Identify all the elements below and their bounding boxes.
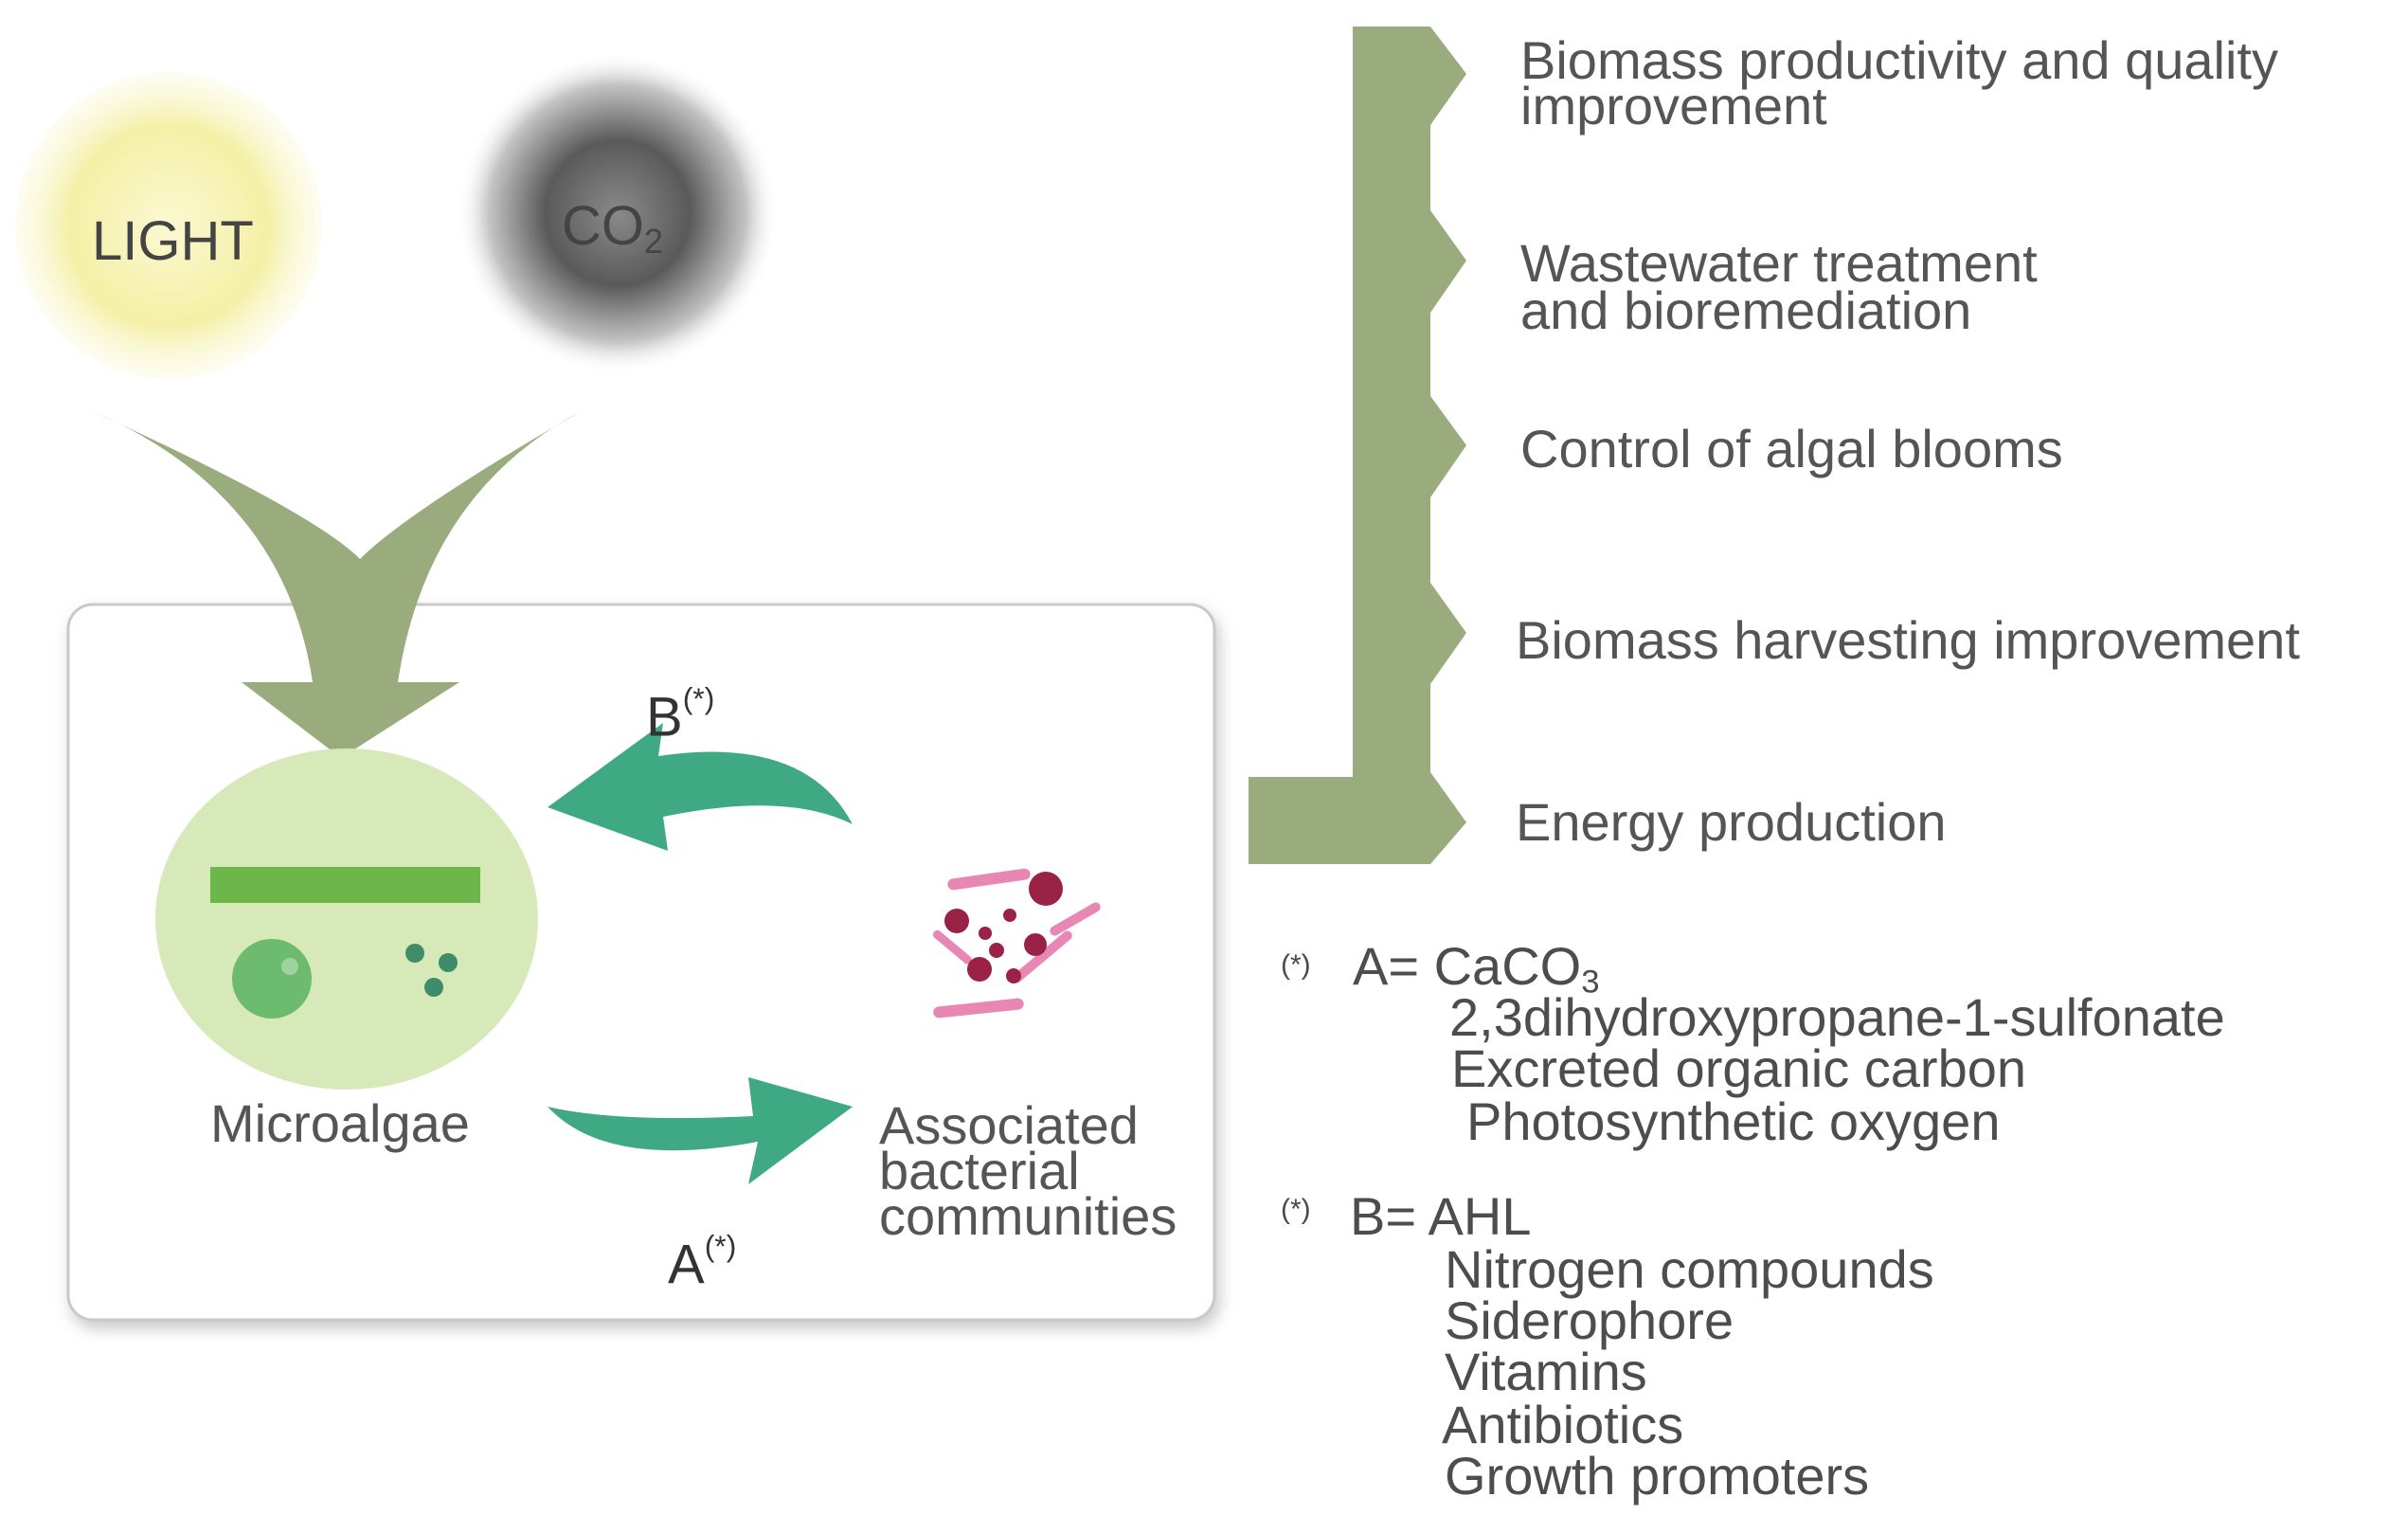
bacteria-label-2: bacterial: [879, 1141, 1080, 1200]
application-2-line-1: Wastewater treatment: [1520, 233, 2038, 293]
footnote-a-mark: (*): [1281, 949, 1311, 981]
co2-subscript: 2: [644, 221, 663, 261]
footnote-a-item: 2,3dihydroxypropane-1-sulfonate: [1449, 987, 2225, 1047]
footnote-a-item: Photosynthetic oxygen: [1466, 1091, 2001, 1151]
footnote-b-prefix: B= AHL: [1350, 1186, 1532, 1246]
co2-text: CO: [562, 195, 644, 257]
arrow-b[interactable]: [548, 723, 853, 851]
application-4: Biomass harvesting improvement: [1516, 610, 2300, 670]
applications-bracket: [1249, 27, 1466, 864]
footnote-b-item: Antibiotics: [1442, 1395, 1684, 1454]
bacteria-label-3: communities: [879, 1186, 1177, 1246]
microalgae-cell: [155, 748, 538, 1090]
footnote-a-prefix-text: A= CaCO: [1353, 936, 1582, 996]
footnote-b-mark: (*): [1281, 1194, 1311, 1225]
microalgae-label: Microalgae: [210, 1093, 470, 1153]
cell-bar: [210, 867, 480, 903]
arrow-b-letter: B: [646, 686, 683, 748]
light-sphere: [15, 72, 322, 379]
arrow-a[interactable]: [548, 1077, 853, 1184]
arrow-a-mark: (*): [704, 1229, 737, 1263]
cell-granule: [405, 944, 424, 963]
footnote-b-item: Siderophore: [1445, 1290, 1734, 1350]
footnote-a-subscript: 3: [1581, 964, 1600, 1001]
application-1-line-1: Biomass productivity and quality: [1520, 30, 2278, 90]
footnote-b-item: Vitamins: [1445, 1342, 1647, 1401]
cell-nucleus: [232, 939, 312, 1019]
co2-label: CO2: [562, 199, 663, 259]
bacteria-label-1: Associated: [879, 1095, 1139, 1155]
convergence-arrow: [90, 410, 583, 758]
cell-granule: [424, 978, 443, 997]
cell-nucleus-highlight: [281, 958, 298, 975]
cell-granule: [439, 953, 458, 972]
footnote-b-item: Growth promoters: [1445, 1446, 1870, 1506]
footnote-b-item: Nitrogen compounds: [1445, 1239, 1934, 1299]
light-label: LIGHT: [92, 210, 254, 272]
footnote-a-prefix: A= CaCO3: [1353, 940, 1600, 1001]
footnote-a-item: Excreted organic carbon: [1451, 1038, 2027, 1098]
application-1-line-2: improvement: [1520, 76, 1827, 135]
bacteria-cluster: [932, 868, 1101, 1019]
arrow-b-label: B(*): [646, 681, 715, 748]
application-5: Energy production: [1516, 792, 1947, 852]
application-3: Control of algal blooms: [1520, 419, 2063, 478]
arrow-a-letter: A: [668, 1234, 705, 1296]
arrow-b-mark: (*): [682, 681, 715, 715]
co2-sphere: [457, 52, 779, 374]
arrow-a-label: A(*): [668, 1229, 737, 1296]
application-2-line-2: and bioremediation: [1520, 280, 1972, 340]
